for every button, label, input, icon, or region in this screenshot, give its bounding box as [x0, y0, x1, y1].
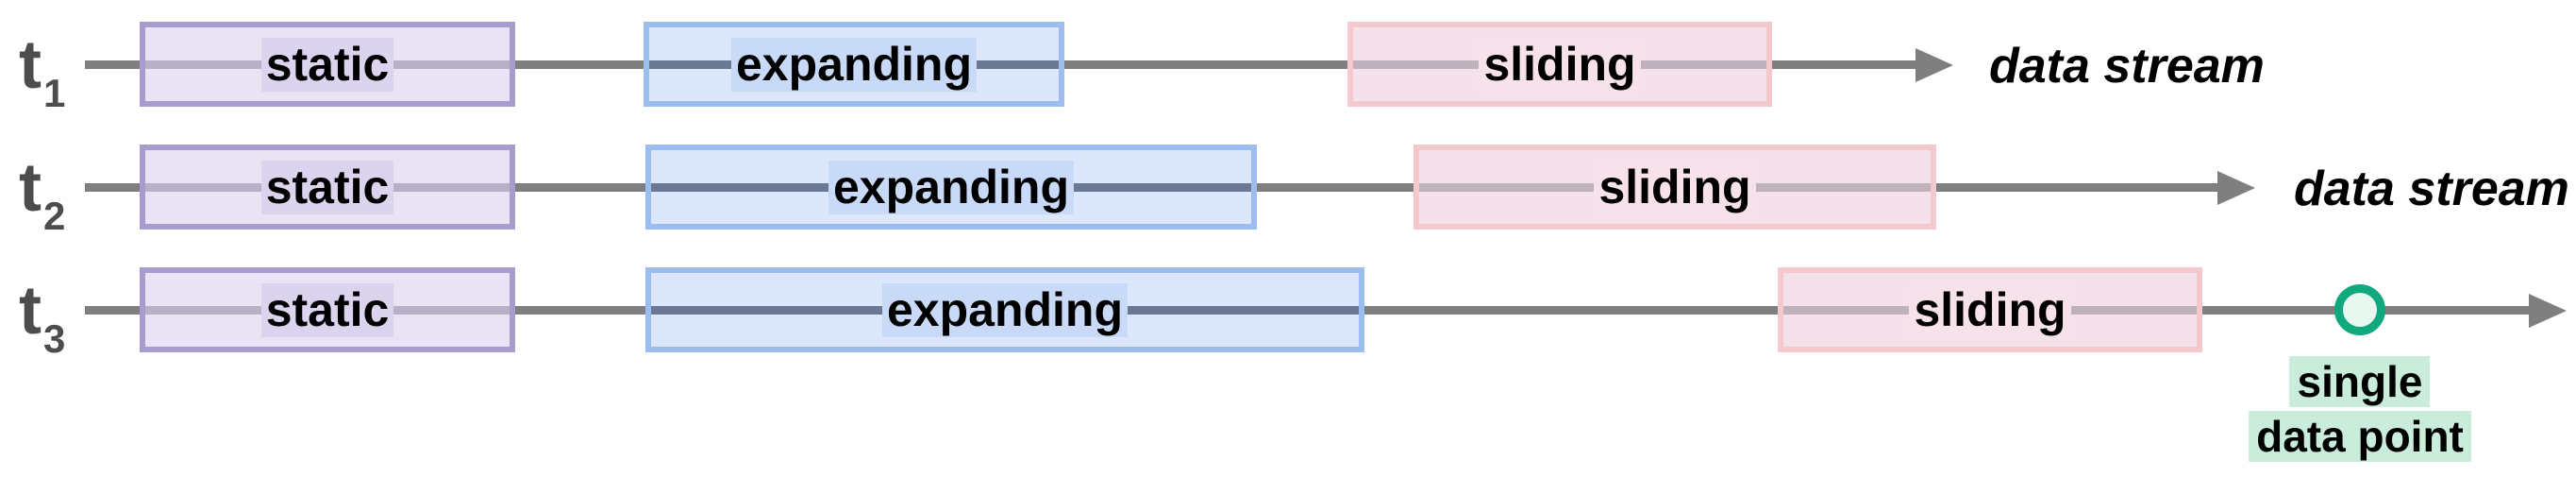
time-label-subscript: 3: [42, 316, 66, 361]
static-window-label: static: [260, 37, 394, 92]
time-label-t3: t3: [19, 273, 65, 361]
sliding-window-label: sliding: [1909, 282, 2071, 337]
time-label-t1: t1: [19, 27, 65, 115]
static-window-box-t3: static: [140, 267, 515, 352]
time-label-base: t: [19, 27, 42, 103]
expanding-window-label: expanding: [828, 160, 1075, 214]
static-window-label: static: [260, 282, 394, 337]
static-window-box-t1: static: [140, 22, 515, 107]
single-data-point-marker-icon: [2334, 284, 2385, 335]
expanding-window-box-t3: expanding: [645, 267, 1364, 352]
sliding-window-label: sliding: [1479, 37, 1641, 92]
annotation-line-1: single: [2289, 356, 2431, 407]
time-label-base: t: [19, 273, 42, 349]
time-label-t2: t2: [19, 150, 65, 238]
sliding-window-box-t3: sliding: [1778, 267, 2202, 352]
arrowhead-icon: [2529, 294, 2567, 328]
static-window-box-t2: static: [140, 145, 515, 230]
expanding-window-box-t2: expanding: [645, 145, 1257, 230]
data-stream-label-t1: data stream: [1989, 39, 2265, 94]
time-label-subscript: 1: [42, 71, 66, 115]
sliding-window-box-t1: sliding: [1347, 22, 1772, 107]
data-stream-label-t2: data stream: [2294, 162, 2569, 216]
sliding-window-box-t2: sliding: [1413, 145, 1936, 230]
sliding-window-label: sliding: [1594, 160, 1756, 214]
time-label-base: t: [19, 150, 42, 226]
annotation-line-2: data point: [2249, 411, 2471, 462]
static-window-label: static: [260, 160, 394, 214]
expanding-window-label: expanding: [730, 37, 978, 92]
expanding-window-box-t1: expanding: [644, 22, 1064, 107]
time-label-subscript: 2: [42, 194, 66, 238]
single-data-point-annotation: single data point: [2249, 356, 2471, 462]
expanding-window-label: expanding: [881, 282, 1129, 337]
arrowhead-icon: [1915, 48, 1953, 82]
arrowhead-icon: [2217, 171, 2255, 205]
